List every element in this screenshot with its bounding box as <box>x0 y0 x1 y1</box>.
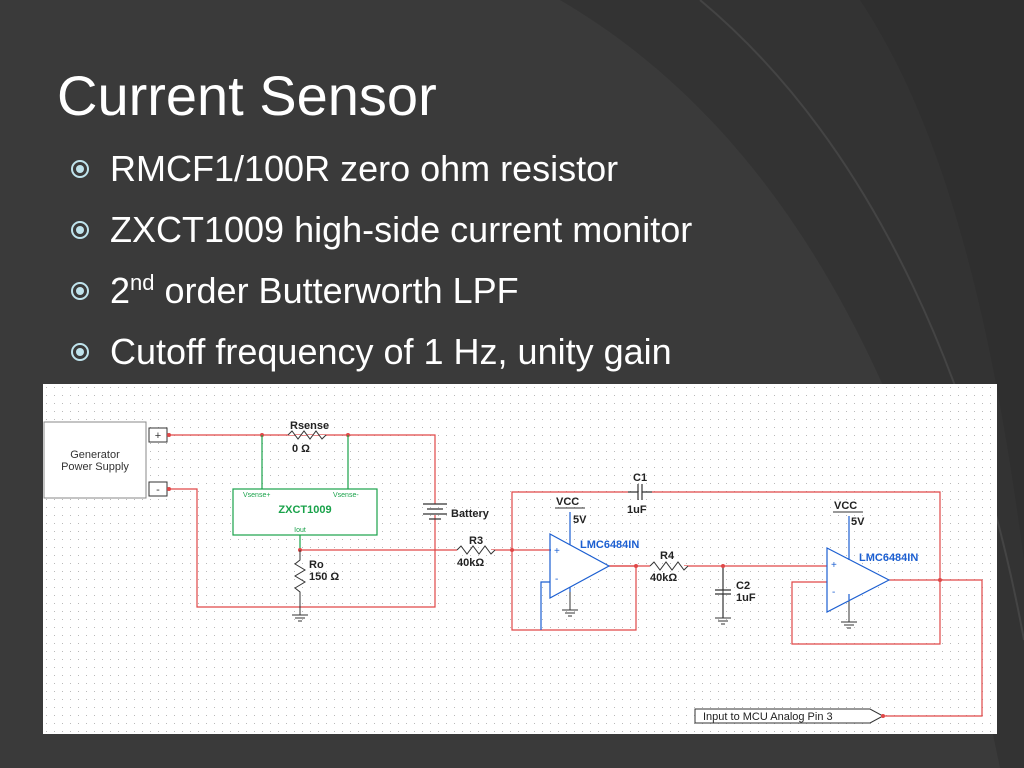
generator-minus-terminal: - <box>156 484 160 496</box>
bullet-list: RMCF1/100R zero ohm resistor ZXCT1009 hi… <box>68 138 692 382</box>
op-amp-1: + - VCC 5V LMC6484IN <box>540 496 639 630</box>
c2-value: 1uF <box>736 592 756 604</box>
ro-value: 150 Ω <box>309 571 339 583</box>
r3-name: R3 <box>469 535 483 547</box>
zxct1009-current-monitor: Vsense+ Vsense- ZXCT1009 Iout <box>232 435 378 552</box>
circuit-schematic: Generator Power Supply + - Rsense 0 Ω <box>43 384 997 734</box>
bullet-icon <box>71 160 89 178</box>
rsense-name: Rsense <box>290 420 329 432</box>
bullet-text: Cutoff frequency of 1 Hz, unity gain <box>110 331 672 372</box>
op-amp-1-vcc-value: 5V <box>573 514 587 526</box>
wires <box>169 434 983 717</box>
c1-value: 1uF <box>627 504 647 516</box>
r4-resistor: R4 40kΩ <box>649 550 689 584</box>
bullet-text: RMCF1/100R zero ohm resistor <box>110 148 619 189</box>
op-amp-2-vcc: VCC <box>834 500 857 512</box>
bullet-text: ZXCT1009 high-side current monitor <box>110 209 693 250</box>
r4-value: 40kΩ <box>650 572 677 584</box>
output-port-label: Input to MCU Analog Pin 3 <box>703 711 833 723</box>
c2-capacitor: C2 1uF <box>715 564 756 618</box>
battery-label: Battery <box>451 508 490 520</box>
slide-title: Current Sensor <box>57 64 437 127</box>
monitor-iout: Iout <box>294 527 306 534</box>
mcu-output-port: Input to MCU Analog Pin 3 <box>694 708 885 724</box>
r3-resistor: R3 40kΩ <box>456 535 514 569</box>
op-amp-2: + - VCC 5V LMC6484IN <box>826 500 942 613</box>
bullet-item: 2nd order Butterworth LPF <box>68 260 692 321</box>
op-amp-2-name: LMC6484IN <box>859 552 918 564</box>
svg-text:+: + <box>554 546 560 557</box>
rsense-value: 0 Ω <box>292 443 310 455</box>
svg-text:+: + <box>831 560 837 571</box>
bullet-icon <box>71 221 89 239</box>
bullet-item: ZXCT1009 high-side current monitor <box>68 199 692 260</box>
generator-label-line1: Generator <box>70 449 120 461</box>
svg-text:-: - <box>555 574 558 585</box>
generator-plus-terminal: + <box>155 430 161 442</box>
op-amp-2-vcc-value: 5V <box>851 516 865 528</box>
c1-name: C1 <box>633 472 647 484</box>
r4-name: R4 <box>660 550 675 562</box>
r3-value: 40kΩ <box>457 557 484 569</box>
generator-label-line2: Power Supply <box>61 461 129 473</box>
ro-resistor: Ro 150 Ω <box>294 550 339 609</box>
monitor-vsense-minus: Vsense- <box>333 492 359 499</box>
monitor-name: ZXCT1009 <box>278 504 331 516</box>
bullet-item: Cutoff frequency of 1 Hz, unity gain <box>68 321 692 382</box>
op-amp-1-name: LMC6484IN <box>580 539 639 551</box>
bullet-icon <box>71 282 89 300</box>
bullet-item: RMCF1/100R zero ohm resistor <box>68 138 692 199</box>
svg-text:-: - <box>832 587 835 598</box>
bullet-text-rest: order Butterworth LPF <box>154 270 519 311</box>
c1-capacitor: C1 1uF <box>627 472 652 516</box>
battery: Battery <box>423 503 490 520</box>
bullet-text-superscript: nd <box>130 270 155 295</box>
generator-power-supply: Generator Power Supply + - <box>43 421 171 499</box>
bullet-icon <box>71 343 89 361</box>
ro-name: Ro <box>309 559 324 571</box>
op-amp-1-vcc: VCC <box>556 496 579 508</box>
monitor-vsense-plus: Vsense+ <box>243 492 270 499</box>
c2-name: C2 <box>736 580 750 592</box>
bullet-text-prefix: 2 <box>110 270 131 311</box>
